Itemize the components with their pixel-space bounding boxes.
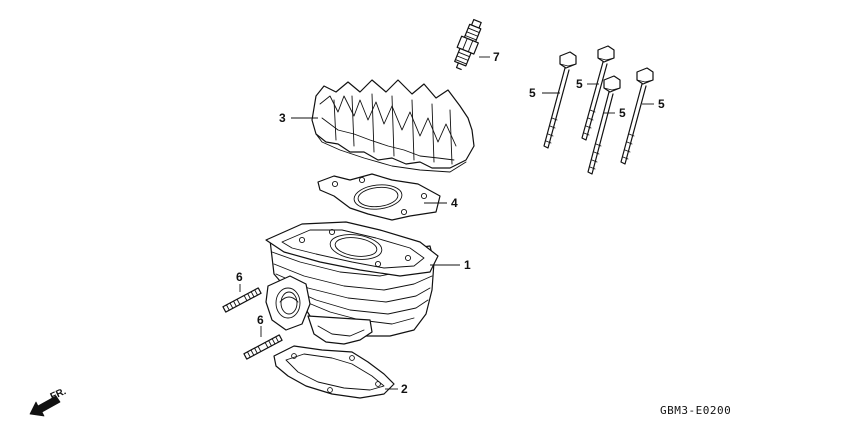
callout-2: 2 xyxy=(401,382,408,396)
cylinder[interactable] xyxy=(265,221,439,345)
spark-plug[interactable] xyxy=(450,18,486,72)
front-direction-arrow: FR. xyxy=(29,386,68,417)
callout-5c: 5 xyxy=(619,106,626,120)
head-bolt-a[interactable] xyxy=(543,51,577,149)
head-bolt-b[interactable] xyxy=(581,45,615,141)
front-indicator-label: FR. xyxy=(49,386,68,403)
diagram-code: GBM3-E0200 xyxy=(660,404,731,417)
callout-5d: 5 xyxy=(658,97,665,111)
callout-6a: 6 xyxy=(236,270,243,284)
head-bolt-c[interactable] xyxy=(587,75,621,175)
head-gasket[interactable] xyxy=(317,173,441,221)
head-bolt-d[interactable] xyxy=(620,67,654,165)
callout-4: 4 xyxy=(451,196,458,210)
callout-6b: 6 xyxy=(257,313,264,327)
callout-7: 7 xyxy=(493,50,500,64)
callout-5b: 5 xyxy=(576,77,583,91)
cylinder-head[interactable] xyxy=(311,79,475,173)
callout-3: 3 xyxy=(279,111,286,125)
stud-bolt-upper[interactable] xyxy=(222,287,262,313)
stud-bolt-lower[interactable] xyxy=(243,334,283,360)
callout-1: 1 xyxy=(464,258,471,272)
callout-5a: 5 xyxy=(529,86,536,100)
base-gasket[interactable] xyxy=(273,345,395,399)
